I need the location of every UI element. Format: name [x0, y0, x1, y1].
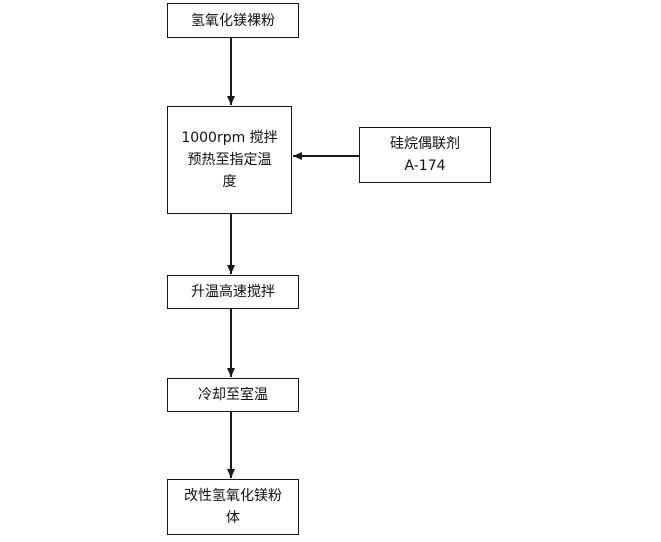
node-label: 冷却至室温: [198, 387, 268, 403]
cool-to-room-temp-node: 冷却至室温: [167, 378, 299, 412]
node-label-line-1: 硅烷偶联剂: [390, 136, 460, 152]
node-label: 氢氧化镁裸粉: [191, 12, 275, 29]
node-label-line-3: 度: [222, 174, 237, 190]
node-label-line-2: 体: [226, 510, 240, 526]
modified-magnesium-hydroxide-node: 改性氢氧化镁粉 体: [167, 479, 299, 535]
node-label-line-2: A-174: [404, 158, 446, 174]
high-speed-stir-node: 升温高速搅拌: [167, 275, 299, 309]
raw-magnesium-hydroxide-node: 氢氧化镁裸粉: [167, 3, 299, 38]
node-label: 升温高速搅拌: [191, 284, 275, 300]
node-label-line-1: 1000rpm 搅拌: [181, 130, 278, 146]
node-label-line-2: 预热至指定温: [187, 152, 272, 168]
silane-coupling-agent-node: 硅烷偶联剂 A-174: [359, 127, 491, 183]
stir-preheat-node: 1000rpm 搅拌 预热至指定温 度: [167, 106, 292, 214]
node-label-line-1: 改性氢氧化镁粉: [184, 488, 282, 504]
